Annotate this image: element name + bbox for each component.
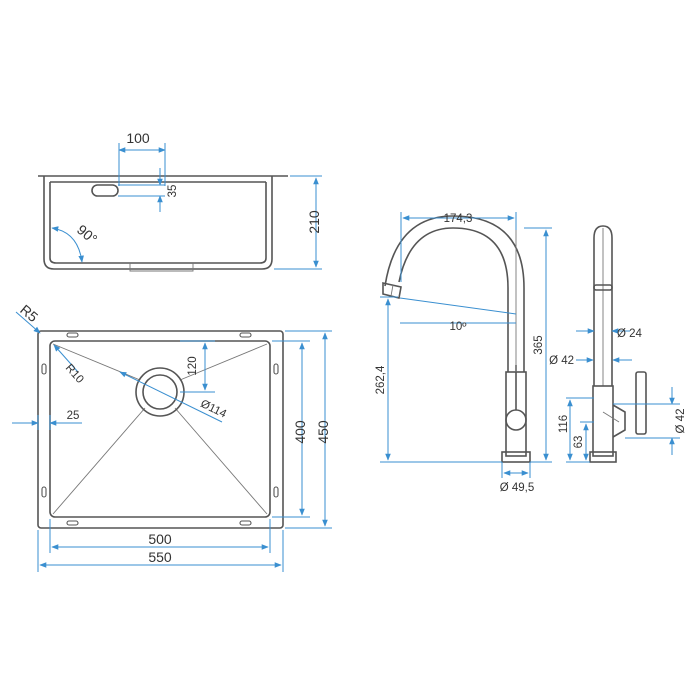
faucet-base [501,451,531,463]
handle-diameter-label: Ø 42 [675,409,687,434]
sink-top-view: R5 R10 25 120 Ø114 400 [12,301,332,572]
spout-angle-dimension [399,297,517,324]
spout-reach-dimension [400,212,517,282]
side-joint-line [602,411,620,423]
inner-depth-dimension [272,340,310,518]
angle-label: 90° [74,221,101,247]
drain-offset-label: 120 [187,356,199,375]
spout-height-dimension [380,296,502,463]
side-handle-joint [612,404,626,438]
base-diameter-dimension [501,462,531,478]
sink-side-outline [38,175,288,270]
handle-height-dimension [566,397,594,463]
base-diameter-label: Ø 49,5 [500,482,535,494]
side-body [592,385,614,457]
faucet-side-view: Ø 24 Ø 42 Ø 42 116 63 [549,225,687,463]
faucet-spout [384,215,525,372]
sink-side-drain [129,263,194,272]
handle-base-label: 63 [573,436,585,449]
outer-depth-dimension [285,330,332,529]
mounting-clips [41,332,279,526]
spout-reach-label: 174,3 [444,213,473,225]
outer-radius-label: R5 [17,301,41,325]
inner-depth-label: 400 [292,420,308,444]
total-height-label: 365 [533,335,545,354]
handle-height-label: 116 [558,415,570,433]
rim-dimension [12,415,82,430]
side-spout [593,225,613,386]
spout-angle-label: 10º [450,321,468,333]
hole-width-dimension [118,143,166,186]
inner-radius-label: R10 [63,362,86,386]
outer-depth-label: 450 [315,420,331,444]
total-height-dimension [524,227,552,463]
side-base [589,451,617,463]
sink-side-view: 100 35 90° 210 [38,130,322,272]
hole-height-dimension [118,168,165,212]
handle-diameter-dimension [613,387,680,455]
drain-diameter-dimension [119,371,223,423]
outer-width-dimension [37,530,284,572]
overflow-hole [91,184,119,197]
faucet-spout-tip [382,282,402,299]
hole-width-label: 100 [126,130,150,146]
spout-diameter-label: Ø 24 [617,328,643,340]
angle-dimension [51,226,84,263]
outer-radius-dimension [15,311,41,334]
drain-offset-dimension [180,340,215,393]
faucet-handle [505,409,527,431]
rim-label: 25 [67,410,80,422]
outer-width-label: 550 [148,549,172,565]
depth-dimension [274,175,322,270]
inner-width-dimension [49,519,271,553]
drain-inner [142,374,178,410]
spout-tip-line [390,284,394,297]
depth-label: 210 [306,210,322,234]
side-lever [635,371,647,435]
body-diameter-label: Ø 42 [549,355,574,367]
inner-width-label: 500 [148,531,172,547]
spout-height-label: 262,4 [375,365,387,394]
bowl-slope-lines [52,343,268,515]
side-aerator [593,284,613,291]
sink-outer-rim [37,330,284,529]
inner-radius-dimension [53,344,79,373]
handle-base-dimension [580,421,594,461]
hole-height-label: 35 [167,185,179,198]
faucet-front-view: 174,3 10º 365 262,4 Ø 49,5 [375,212,552,494]
